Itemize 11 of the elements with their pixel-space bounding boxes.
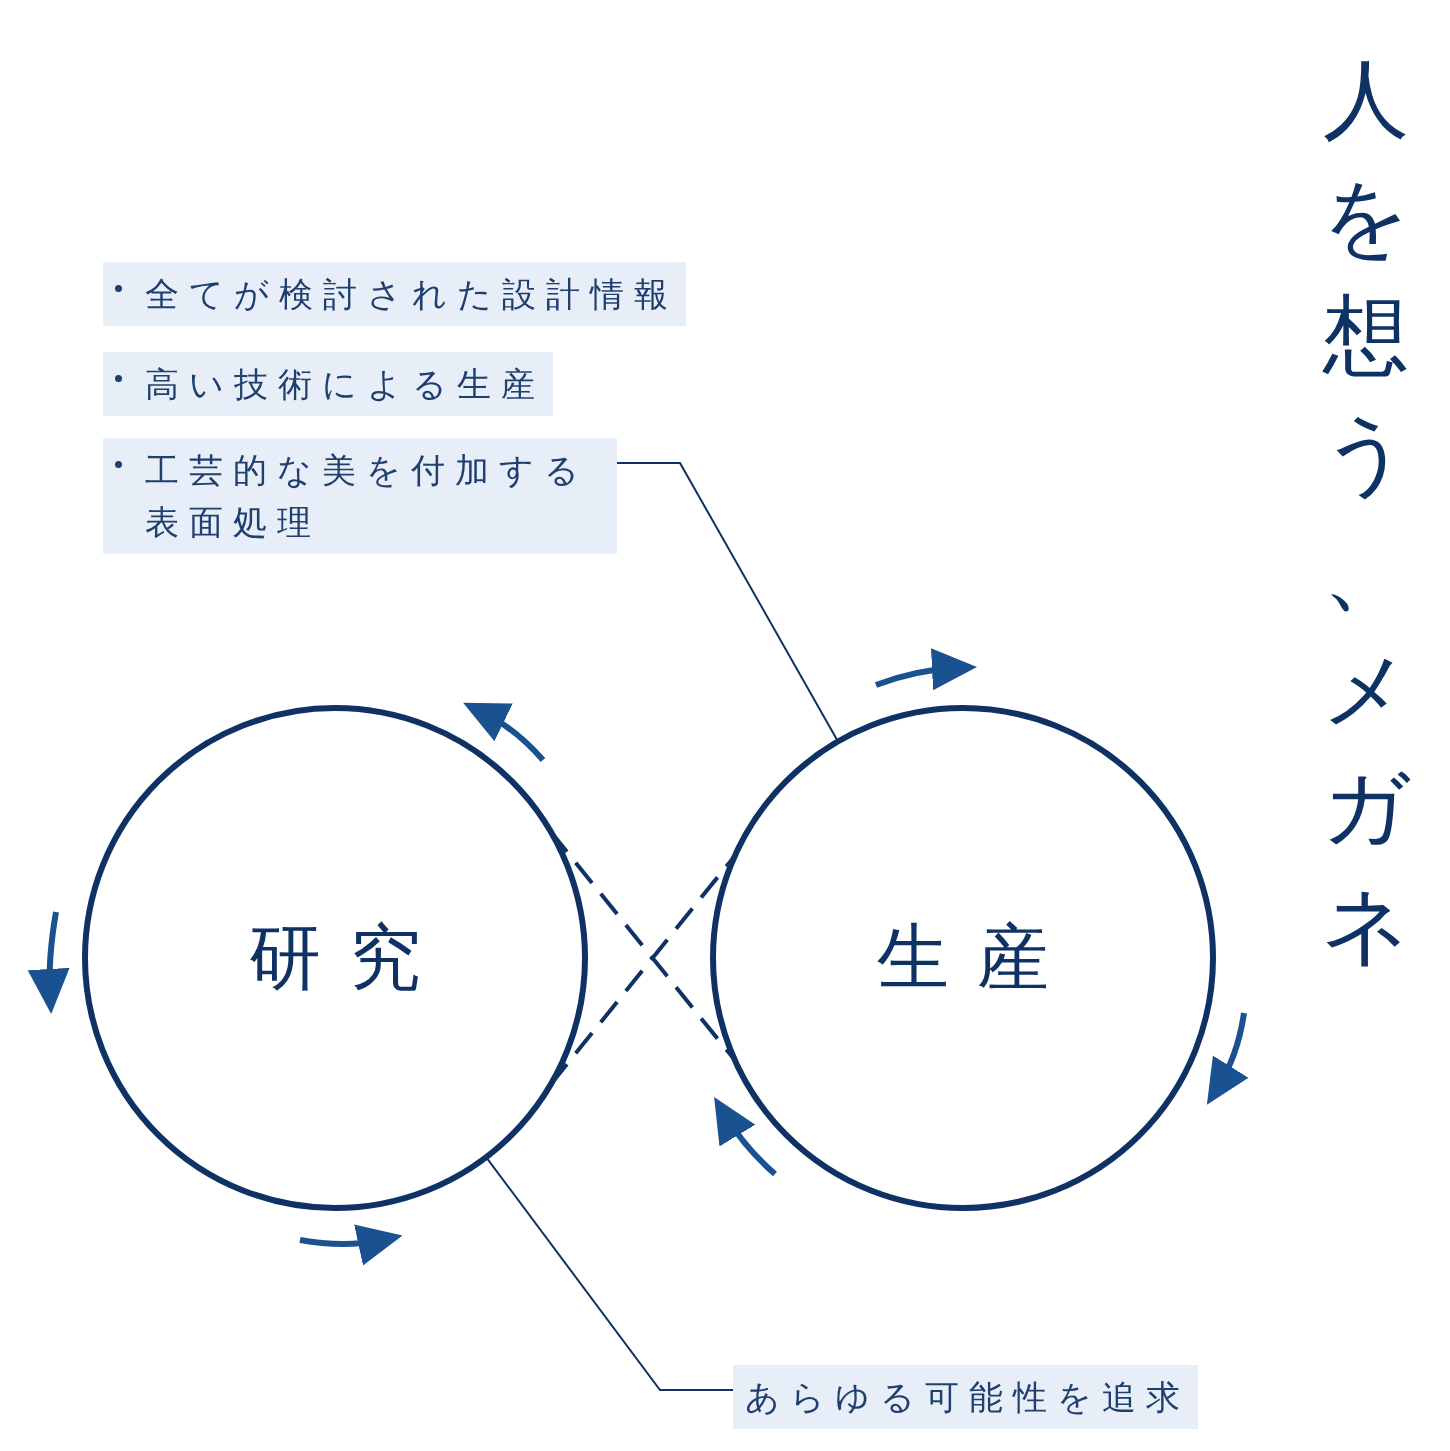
circle-label: 生産 [877,914,1077,1001]
vertical-title: 人を想う、メガネ [1321,48,1411,977]
item-text: あらゆる可能性を追求 [745,1376,1190,1419]
highlight-box [103,438,617,554]
highlight-box [103,352,553,416]
highlight-box [733,1365,1198,1429]
circle-label: 研究 [249,914,449,1001]
item-text: 高い技術による生産 [145,363,545,406]
item-text: 工芸的な美を付加する表面処理 [145,449,590,544]
item-text: 全てが検討された設計情報 [145,273,678,316]
highlight-box [103,262,686,326]
